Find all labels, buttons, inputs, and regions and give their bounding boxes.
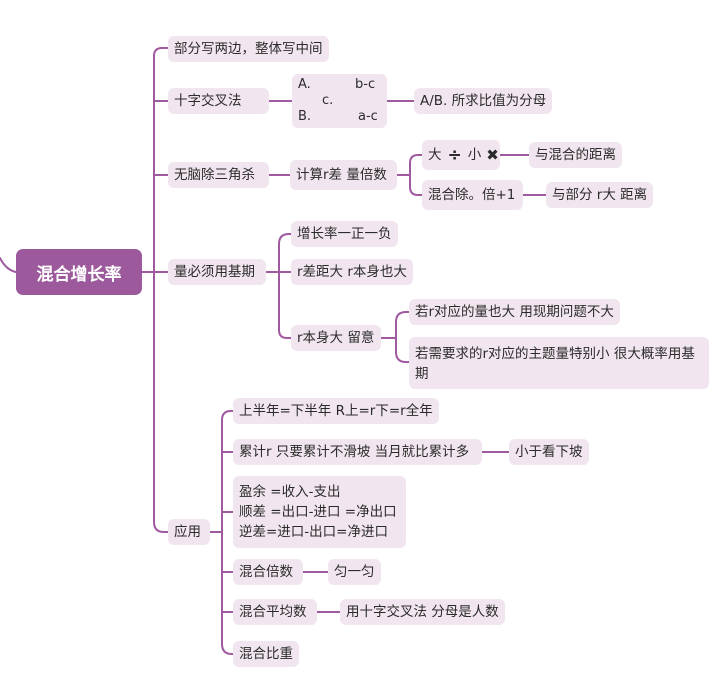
branch-base-period[interactable]: 量必须用基期 [168,259,266,285]
trade-surplus-formula: 顺差 =出口-进口 =净出口 [239,504,397,520]
r-itself-large[interactable]: r本身大 留意 [291,325,381,351]
rule-small-label: 小 [467,147,482,163]
cross-a: A. [298,77,311,92]
root-topic[interactable]: 混合增长率 [16,249,142,295]
branch-write-sides[interactable]: 部分写两边，整体写中间 [168,36,329,62]
distance-to-part[interactable]: 与部分 r大 距离 [546,182,654,208]
rule-mix-divide[interactable]: 混合除。倍+1 [422,180,523,210]
trade-deficit-formula: 逆差=进口-出口=净进口 [239,524,388,540]
r-diff-large[interactable]: r差距大 r本身也大 [291,259,413,285]
even-out[interactable]: 匀一匀 [328,559,381,585]
branch-application[interactable]: 应用 [168,519,210,545]
cross-result[interactable]: A/B. 所求比值为分母 [414,88,553,114]
distance-to-mix[interactable]: 与混合的距离 [529,142,622,168]
branch-triangle-kill[interactable]: 无脑除三角杀 [168,162,269,188]
cross-diagram[interactable]: A. b-c c. B. a-c [292,74,387,128]
base-period-likely[interactable]: 若需要求的r对应的主题量特别小 很大概率用基期 [409,337,709,389]
trade-balance-formulas[interactable]: 盈余 =收入-支出 顺差 =出口-进口 =净出口 逆差=进口-出口=净进口 [233,476,406,548]
cumulative-rule[interactable]: 累计r 只要累计不滑坡 当月就比累计多 [233,439,482,465]
cross-b-minus-c: b-c [355,77,376,92]
cross-a-minus-c: a-c [358,109,378,124]
less-than-downhill[interactable]: 小于看下坡 [509,439,589,465]
mixed-multiple[interactable]: 混合倍数 [233,559,303,585]
mixed-average[interactable]: 混合平均数 [233,599,317,625]
cross-c: c. [322,93,334,108]
half-year-rule[interactable]: 上半年=下半年 R上=r下=r全年 [233,398,439,424]
divide-icon: ÷ [447,145,462,165]
calc-r-diff[interactable]: 计算r差 量倍数 [290,160,397,190]
rate-one-positive-one-negative[interactable]: 增长率一正一负 [291,221,398,247]
use-cross-method[interactable]: 用十字交叉法 分母是人数 [340,599,505,625]
rule-big-label: 大 [428,147,442,163]
branch-cross-method[interactable]: 十字交叉法 [168,88,269,114]
cross-b: B. [298,109,312,124]
surplus-formula: 盈余 =收入-支出 [239,484,341,500]
mixed-proportion[interactable]: 混合比重 [233,641,299,667]
current-period-ok[interactable]: 若r对应的量也大 用现期问题不大 [409,299,620,325]
multiply-icon: ✖ [486,146,499,164]
rule-big-divide-small[interactable]: 大 ÷ 小 ✖ [422,140,500,170]
